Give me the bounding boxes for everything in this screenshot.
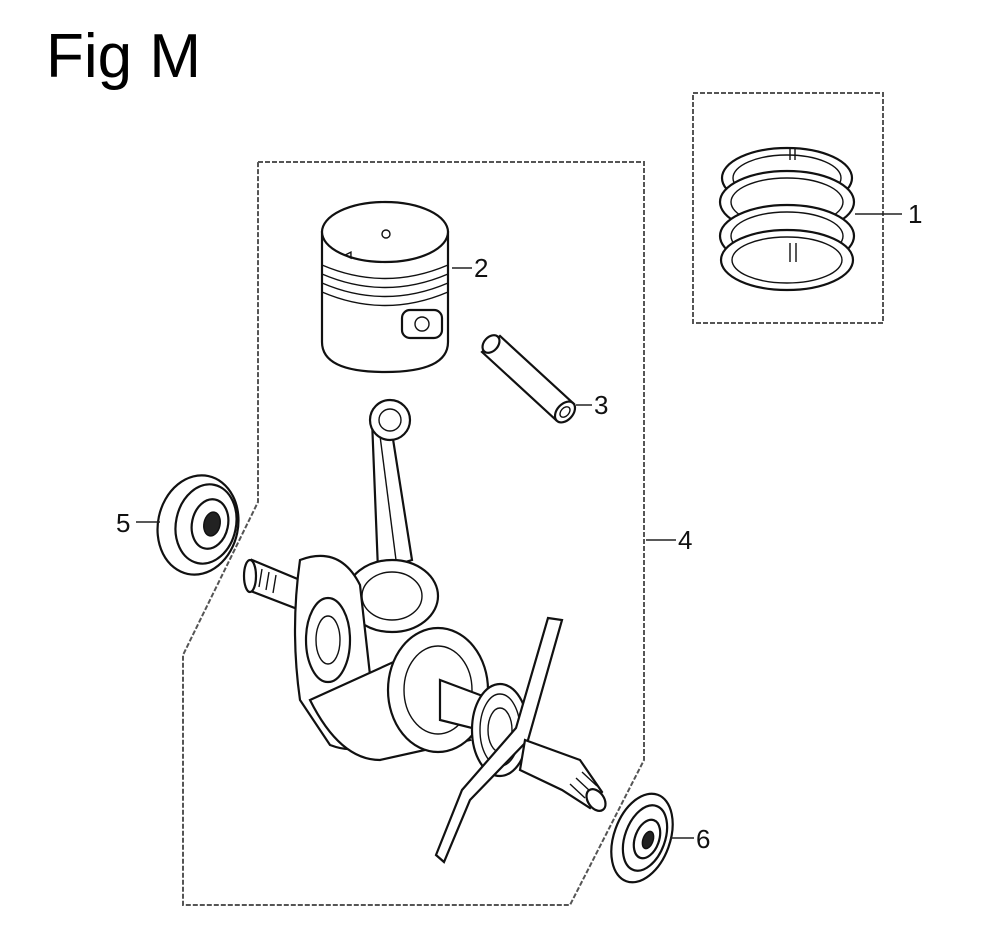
figure-title: Fig M (46, 22, 201, 91)
callout-2: 2 (474, 253, 488, 283)
crankshaft-assembly[interactable] (242, 398, 609, 864)
callout-1: 1 (908, 199, 922, 229)
piston-pin[interactable] (479, 332, 579, 426)
svg-text:◄: ◄ (343, 250, 353, 261)
callout-6: 6 (696, 824, 710, 854)
piston[interactable]: ◄ (320, 200, 450, 374)
oil-seal-left[interactable] (148, 468, 247, 582)
ring-set-frame (692, 92, 884, 324)
callout-5: 5 (116, 508, 130, 538)
oil-seal-right[interactable] (600, 785, 684, 891)
crankshaft-assembly-frame (182, 161, 645, 906)
piston-ring-set[interactable] (718, 146, 856, 292)
callout-4: 4 (678, 525, 692, 555)
callout-3: 3 (594, 390, 608, 420)
